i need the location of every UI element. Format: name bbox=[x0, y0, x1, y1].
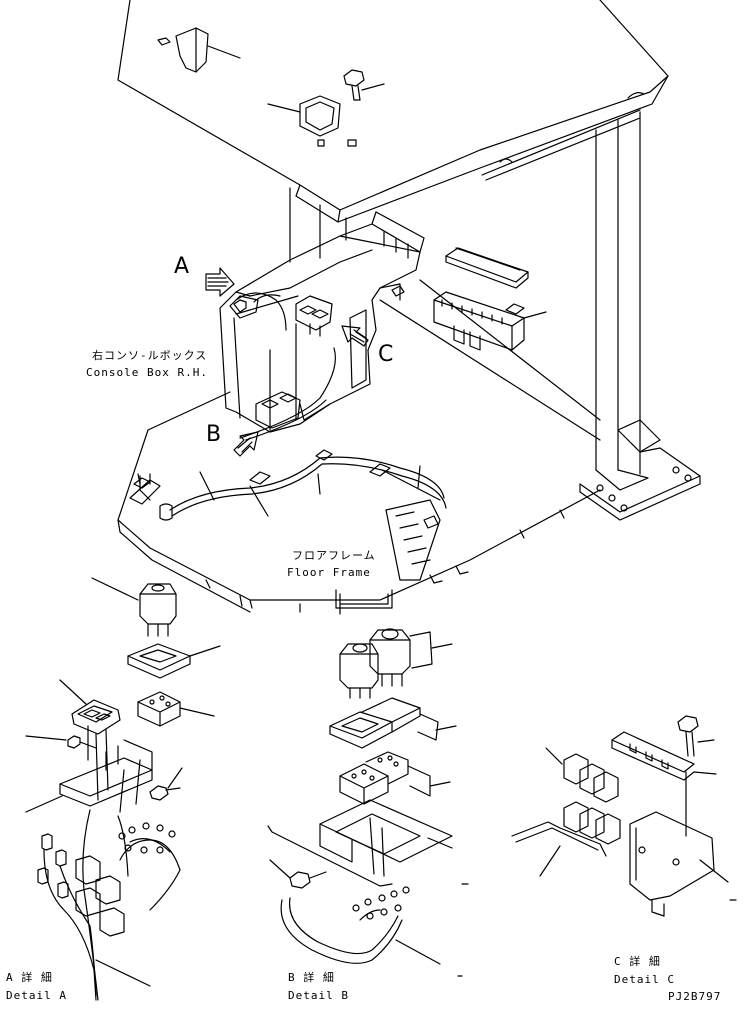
floor-harness bbox=[130, 348, 446, 580]
floor-frame bbox=[118, 280, 600, 614]
roof-bolt bbox=[344, 70, 384, 100]
arrow-c bbox=[342, 326, 368, 346]
detail-a-drawing bbox=[26, 578, 220, 1000]
roof-lamp bbox=[158, 28, 240, 72]
cab-pillars bbox=[290, 112, 700, 520]
drawing-number: PJ2B797 bbox=[668, 990, 722, 1003]
floor-label-jp: フロアフレーム bbox=[292, 549, 376, 562]
console-label-jp: 右コンソ-ルボックス bbox=[92, 349, 208, 362]
callout-c: C bbox=[378, 342, 394, 367]
relay-cover bbox=[446, 248, 528, 288]
detail-b-label-en: Detail B bbox=[288, 989, 349, 1002]
console-detail-b-part bbox=[256, 392, 300, 428]
arrow-a bbox=[206, 268, 234, 296]
callout-b: B bbox=[206, 422, 222, 447]
relay-block bbox=[434, 292, 546, 350]
cab-roof bbox=[118, 0, 668, 222]
detail-a-label-jp: A 詳 細 bbox=[6, 971, 53, 984]
detail-b-label-jp: B 詳 細 bbox=[288, 971, 335, 984]
detail-b-drawing bbox=[268, 629, 468, 976]
console-detail-c-part bbox=[296, 296, 332, 336]
roof-switch bbox=[268, 96, 356, 146]
console-box bbox=[220, 212, 424, 432]
detail-c-label-en: Detail C bbox=[614, 973, 675, 986]
detail-c-drawing bbox=[512, 716, 736, 916]
detail-c-label-jp: C 詳 細 bbox=[614, 955, 661, 968]
console-label-en: Console Box R.H. bbox=[86, 366, 208, 379]
floor-label-en: Floor Frame bbox=[287, 566, 371, 579]
console-detail-a-part bbox=[230, 296, 258, 318]
callout-a: A bbox=[174, 254, 190, 279]
detail-a-label-en: Detail A bbox=[6, 989, 67, 1002]
